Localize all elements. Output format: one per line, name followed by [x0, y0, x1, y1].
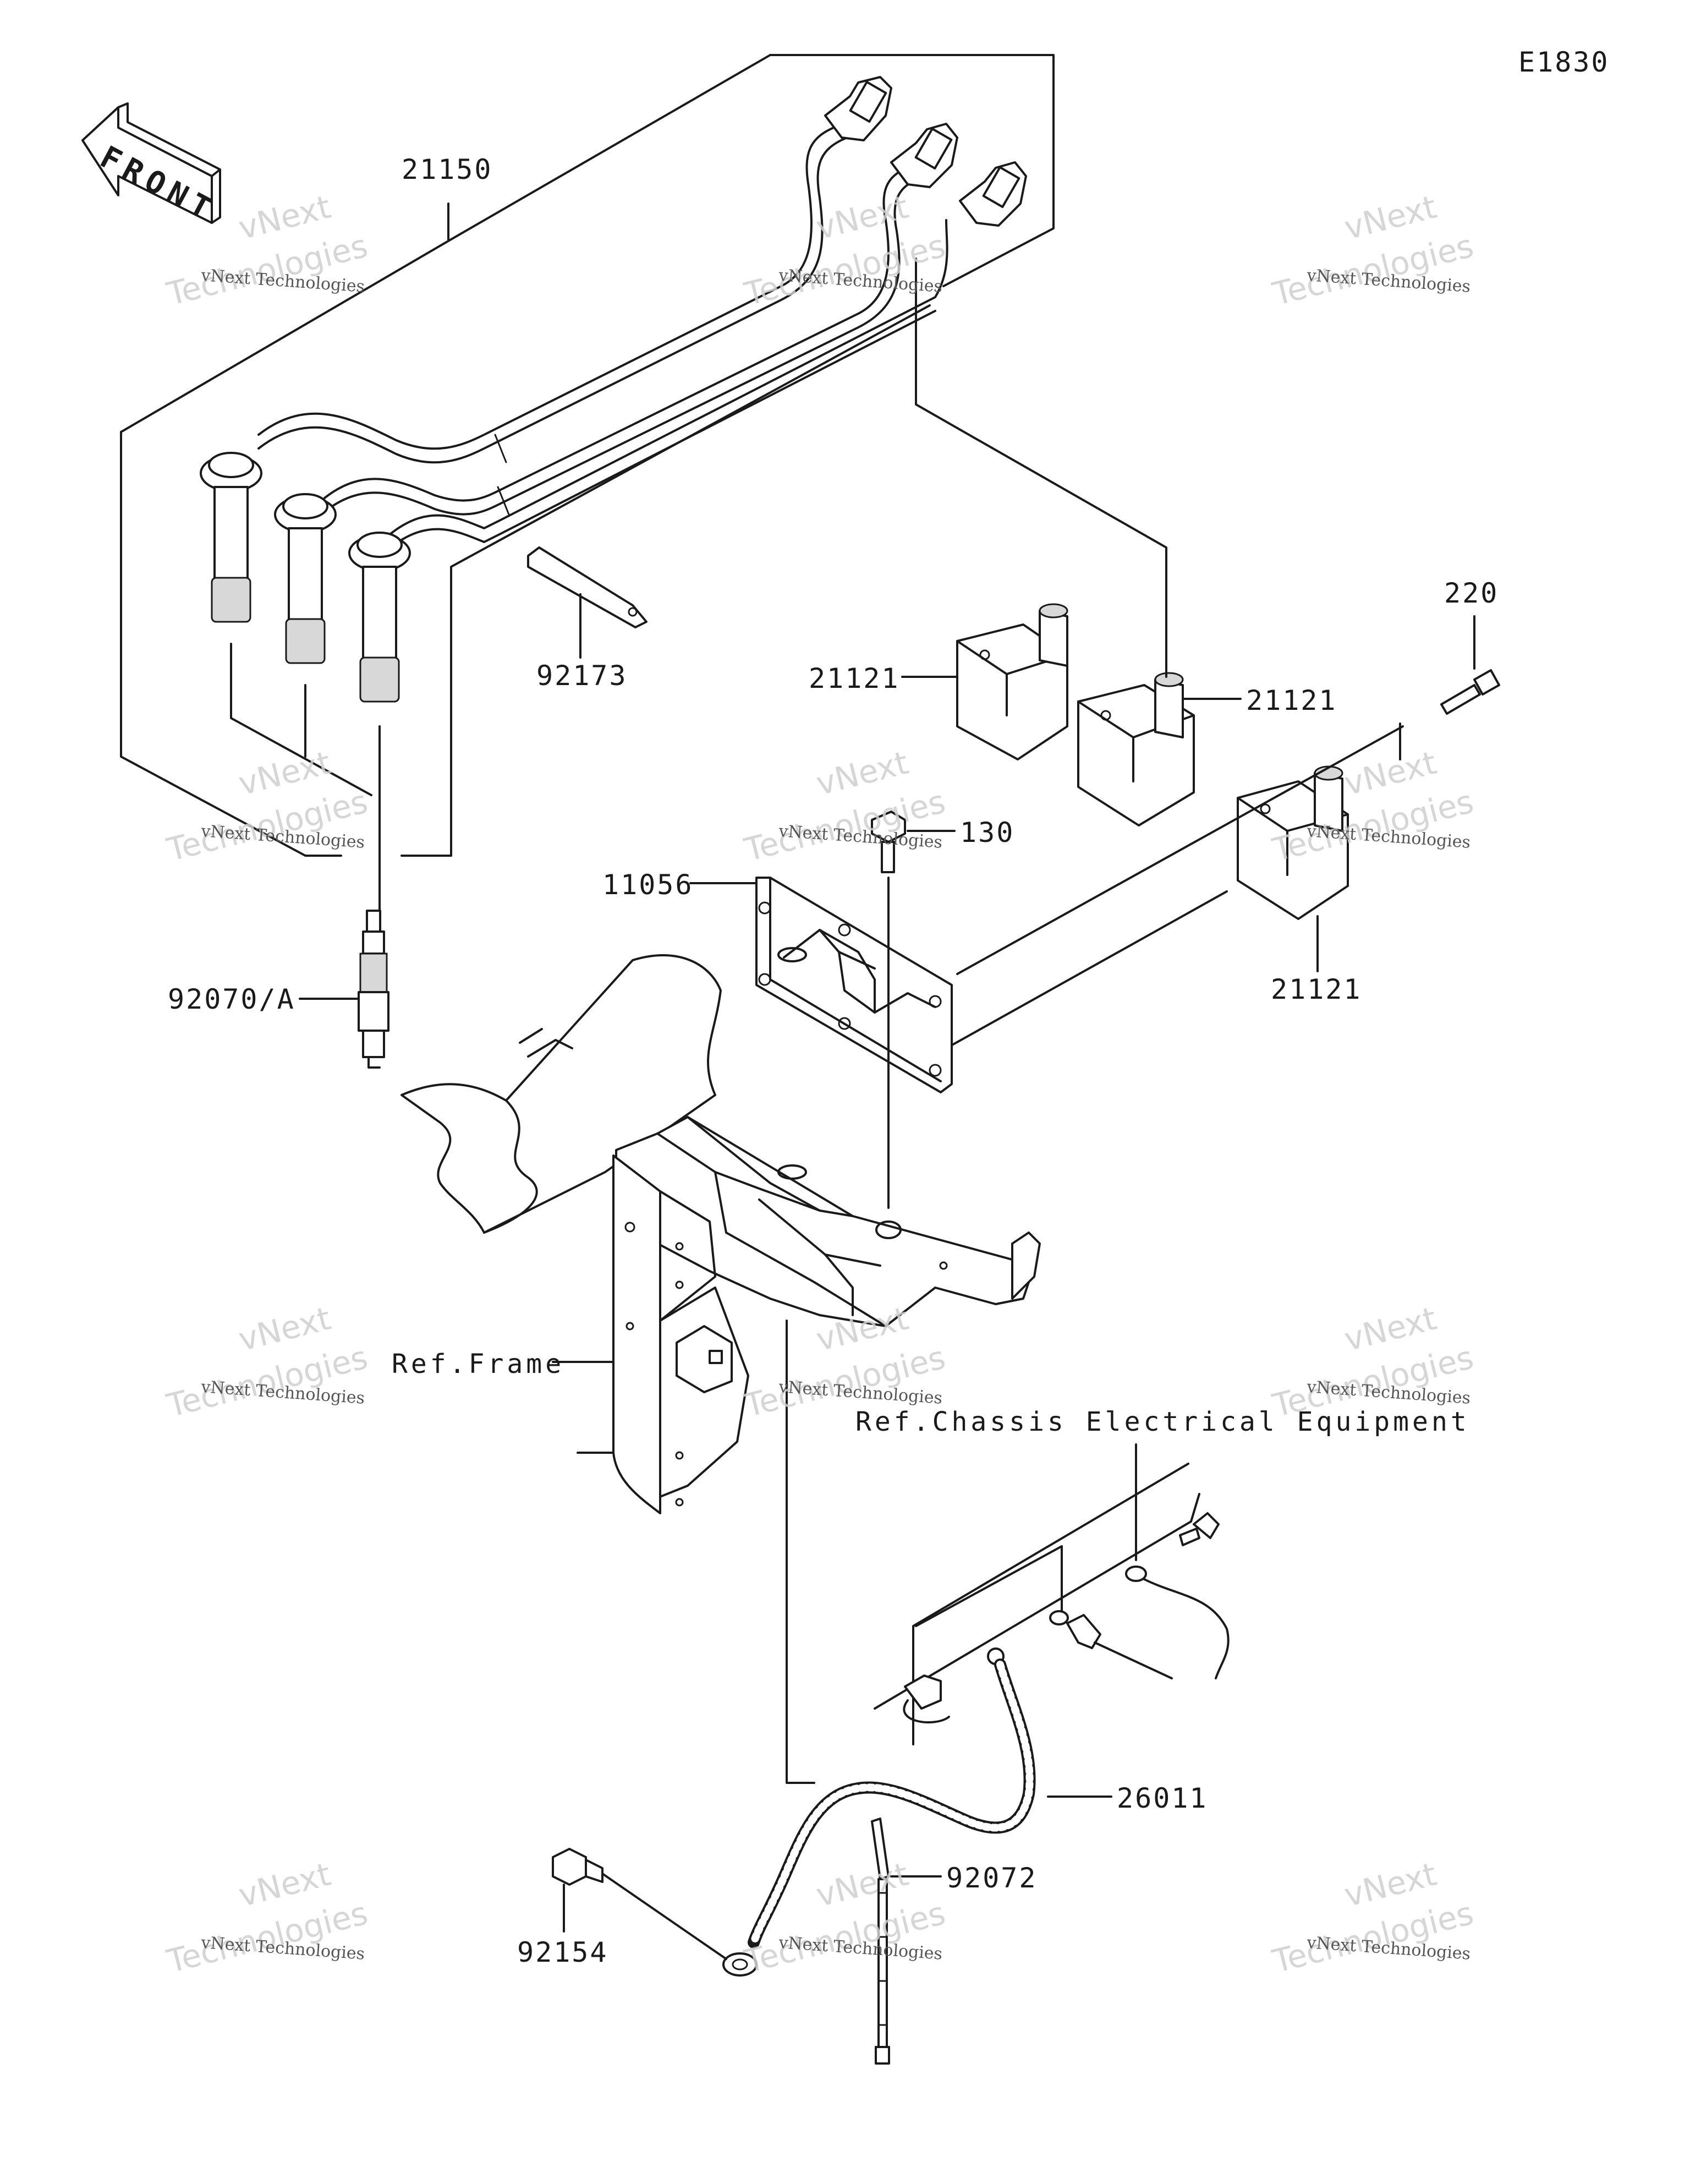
front-arrow-icon: FRONT — [81, 102, 222, 230]
ignition-coil-3: 21121 — [1237, 765, 1362, 1005]
diagram-code: E1830 — [1518, 46, 1610, 78]
bolt-92154: 92154 — [517, 1848, 727, 1968]
wire-tag-92173: 92173 — [527, 546, 648, 692]
spark-plug-wire-set: 21150 — [120, 54, 1055, 912]
coil-bracket: 11056 — [602, 869, 953, 1093]
label-11056: 11056 — [602, 869, 694, 901]
bolt-220: 220 — [945, 577, 1500, 1049]
bolt-130: 130 — [871, 811, 1014, 1209]
chassis-electrical-ref: Ref.Chassis Electrical Equipment — [855, 1406, 1470, 1745]
ground-cable-26011: 26011 — [722, 1647, 1208, 1977]
ignition-coil-1: 21121 — [809, 603, 1068, 760]
label-92072: 92072 — [946, 1862, 1038, 1894]
label-21121-a: 21121 — [809, 663, 900, 694]
label-26011: 26011 — [1117, 1782, 1208, 1814]
label-21150: 21150 — [402, 154, 493, 185]
spark-plug: 92070/A — [168, 910, 389, 1069]
label-ref-frame: Ref.Frame — [392, 1349, 564, 1380]
label-92070a: 92070/A — [168, 983, 295, 1015]
ignition-coil-2: 21121 — [915, 258, 1337, 826]
label-21121-b: 21121 — [1246, 685, 1337, 716]
label-92154: 92154 — [517, 1936, 608, 1968]
label-130: 130 — [960, 817, 1014, 849]
label-ref-chassis: Ref.Chassis Electrical Equipment — [855, 1406, 1470, 1437]
label-21121-c: 21121 — [1271, 973, 1362, 1005]
cable-tie-92072: 92072 — [871, 1818, 1038, 2065]
label-92173: 92173 — [536, 660, 628, 692]
vehicle-frame: Ref.Frame — [392, 954, 1041, 1784]
label-220: 220 — [1444, 577, 1499, 609]
